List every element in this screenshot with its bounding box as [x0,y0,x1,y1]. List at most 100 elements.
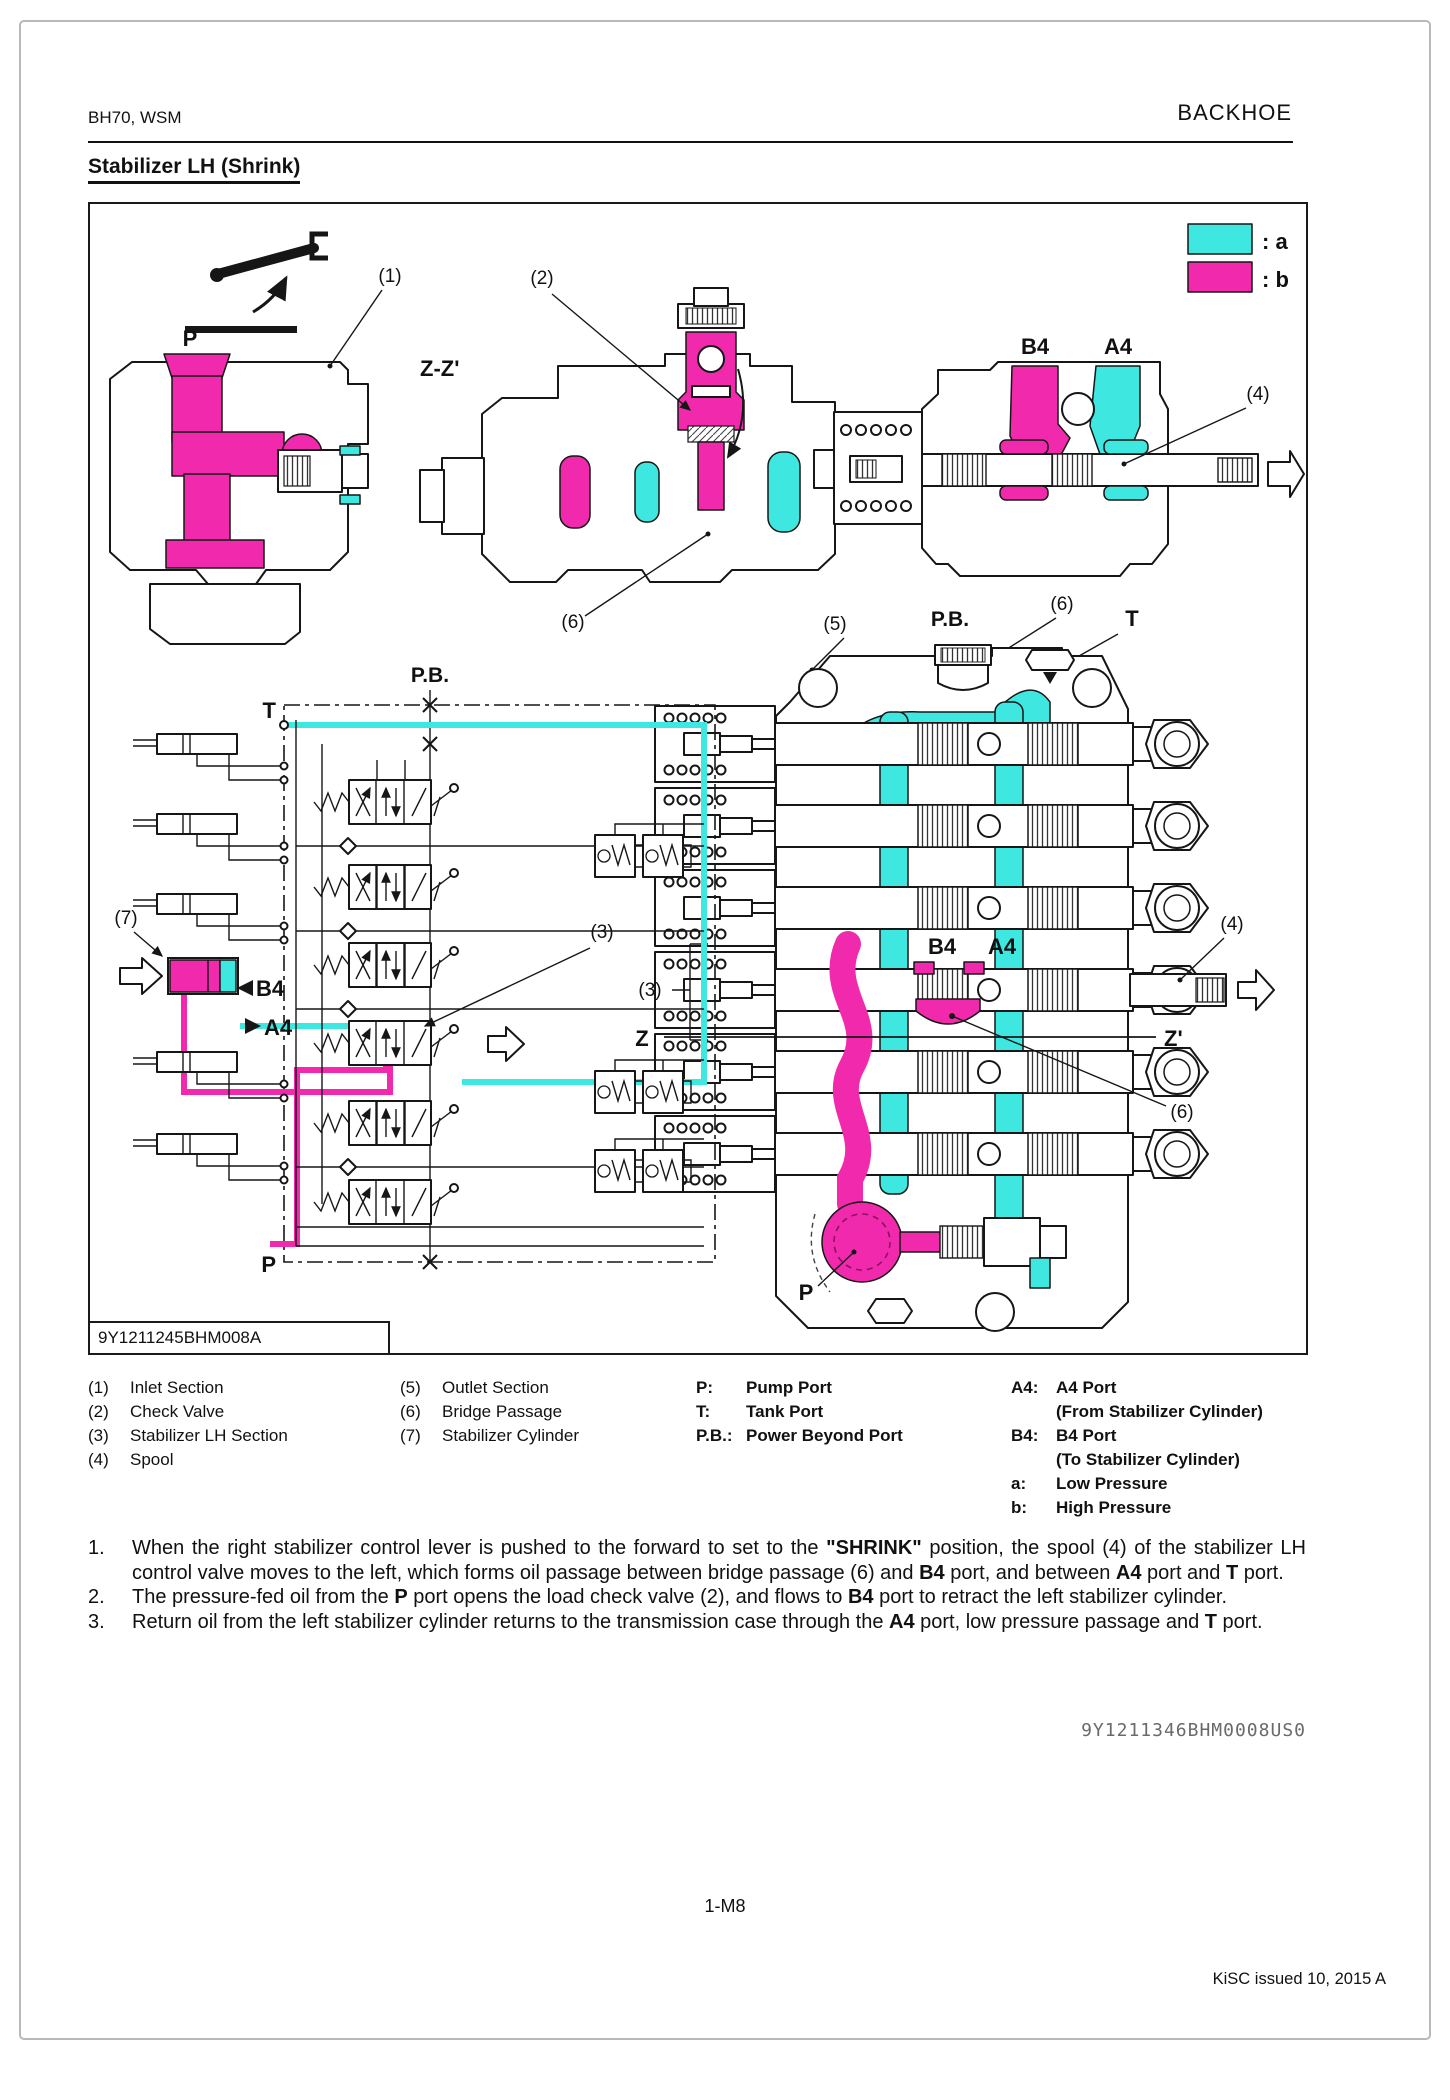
callout-6-stack: (6) [1170,1102,1193,1123]
legend-label-b: : b [1262,267,1289,292]
label-zz-section: Z-Z' [420,356,459,381]
cylinder [132,1051,289,1103]
legend-key: (5) [400,1378,421,1397]
legend-key: (2) [88,1402,109,1421]
spool-section-diagram: B4 A4 (4) [813,334,1305,577]
callout-7: (7) [114,908,137,929]
figure-key-column-4: A4:A4 Port(From Stabilizer Cylinder)B4:B… [1011,1376,1263,1520]
legend-row: (1) Inlet Section [88,1376,288,1400]
paragraph-text: Return oil from the left stabilizer cyli… [132,1610,1263,1633]
callout-2: (2) [530,268,553,289]
label-b4-top: B4 [1021,334,1050,359]
page-number: 1-M8 [704,1896,746,1916]
valve-symbol [314,943,458,987]
legend-key: T: [696,1402,711,1421]
label-p-stack: P [799,1280,814,1305]
header-section: BACKHOE [1177,100,1292,125]
figure-legend: : a : b [1187,223,1289,293]
legend-text: Outlet Section [442,1378,549,1397]
header-model: BH70, WSM [88,108,182,127]
label-b4-stack: B4 [928,934,957,959]
spool-motion-arrow-stack [1237,969,1275,1011]
page-title: Stabilizer LH (Shrink) [88,155,301,184]
legend-row: (To Stabilizer Cylinder) [1011,1448,1263,1472]
label-pb-schematic: P.B. [411,664,449,687]
figure-box: : a : b [88,202,1308,1355]
instruction-paragraph: 2.The pressure-fed oil from the P port o… [88,1585,1306,1610]
legend-key: b: [1011,1498,1028,1517]
shift-arrow [487,1026,525,1062]
legend-row: (2) Check Valve [88,1400,288,1424]
legend-row: A4:A4 Port [1011,1376,1263,1400]
stabilizer-cylinder [119,957,239,995]
label-b4-schematic: B4 [256,976,285,1001]
legend-row: (From Stabilizer Cylinder) [1011,1400,1263,1424]
label-p-inlet: P [183,326,198,351]
page-frame [19,20,1431,2040]
return-line [286,722,707,1085]
cylinder [132,1133,289,1185]
callout-3-stack: (3) [638,980,661,1001]
legend-key [1011,1448,1056,1472]
legend-text: Check Valve [130,1402,225,1421]
legend-key: (4) [88,1450,109,1469]
legend-text: Spool [130,1450,174,1469]
legend-row: B4: B4 Port [1011,1424,1263,1448]
bridge-passage-stack [915,998,981,1025]
label-t-schematic: T [263,698,277,723]
relief-valve-pair [594,1059,704,1114]
legend-text: (From Stabilizer Cylinder) [1056,1402,1263,1421]
valve-stack-diagram: (5) P.B. (6) T [635,594,1275,1332]
bridge-passage [697,441,725,511]
legend-row: P.B.:Power Beyond Port [696,1424,903,1448]
relief-valve-pair [594,823,704,878]
legend-key: A4: [1011,1378,1039,1397]
callout-6-middle: (6) [561,612,584,633]
figure-id: 9Y1211245BHM008A [90,1321,390,1353]
label-t-stack: T [1125,606,1139,631]
legend-text: Pump Port [746,1378,832,1397]
legend-row: (4) Spool [88,1448,288,1472]
inlet-section-diagram: P (1) Z-Z' [109,231,459,645]
legend-row: (5) Outlet Section [400,1376,579,1400]
legend-text: B4 Port [1056,1426,1117,1445]
legend-text: Low Pressure [1056,1474,1168,1493]
legend-key: B4: [1011,1426,1039,1445]
legend-text: Inlet Section [130,1378,224,1397]
callout-1: (1) [378,266,401,287]
control-lever-icon [213,243,319,279]
legend-key: (3) [88,1426,109,1445]
cylinder [132,733,289,785]
legend-key: P.B.: [696,1426,733,1445]
legend-label-a: : a [1262,229,1288,254]
header-rule [88,141,1293,143]
valve-symbol [314,1180,458,1224]
callout-3-schematic: (3) [590,922,613,943]
pump-passage [829,931,873,1217]
legend-key: (1) [88,1378,109,1397]
b4-line [181,994,393,1095]
issue-note: KiSC issued 10, 2015 A [1212,1970,1386,1988]
legend-row: P:Pump Port [696,1376,903,1400]
legend-row: (7)Stabilizer Cylinder [400,1424,579,1448]
legend-row: (6)Bridge Passage [400,1400,579,1424]
legend-key: a: [1011,1474,1027,1493]
callout-4-stack: (4) [1220,914,1243,935]
legend-key [1011,1400,1056,1424]
reference-code: 9Y1211346BHM0008US0 [1081,1720,1306,1741]
legend-text: High Pressure [1056,1498,1172,1517]
cylinder [132,893,289,945]
label-a4-top: A4 [1104,334,1133,359]
legend-row: (3)Stabilizer LH Section [88,1424,288,1448]
instruction-paragraph: 3.Return oil from the left stabilizer cy… [88,1610,1306,1635]
legend-text: (To Stabilizer Cylinder) [1056,1450,1240,1469]
label-z-prime: Z' [1164,1026,1183,1051]
valve-symbol [314,865,458,909]
legend-swatch-b [1187,261,1253,293]
instruction-list: 1.When the right stabilizer control leve… [88,1536,1306,1634]
lever-direction-arrow [252,275,288,314]
check-valve [677,331,745,431]
legend-row: b: High Pressure [1011,1496,1263,1520]
label-a4-stack: A4 [988,934,1017,959]
legend-swatch-a [1187,223,1253,255]
